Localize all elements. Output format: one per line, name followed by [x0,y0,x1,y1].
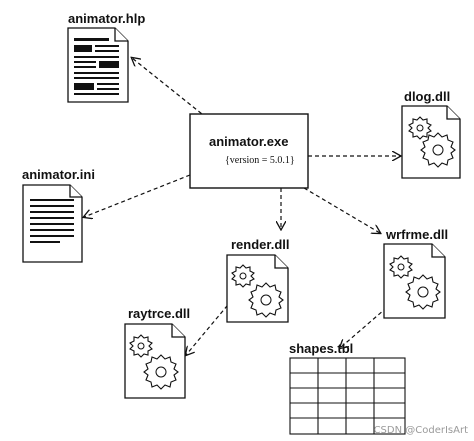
node-animator-exe: animator.exe {version = 5.0.1} [189,113,309,189]
arrow-wrfrme-to-shapes [340,302,393,348]
table-icon [289,357,406,435]
node-dlog-dll-label: dlog.dll [404,89,450,104]
node-wrfrme-dll: wrfrme.dll [383,227,448,319]
help-document-icon [67,27,129,103]
node-animator-exe-label: animator.exe [209,134,289,149]
watermark-text: CSDN @CoderIsArt [374,425,469,436]
gear-document-icon [401,105,461,179]
node-wrfrme-dll-label: wrfrme.dll [385,227,448,242]
node-animator-hlp: animator.hlp [67,11,145,103]
gear-document-icon [124,323,186,399]
node-animator-exe-box [189,113,309,189]
node-raytrce-dll-label: raytrce.dll [128,306,190,321]
node-raytrce-dll: raytrce.dll [124,306,190,399]
node-dlog-dll: dlog.dll [401,89,461,179]
node-shapes-tbl-label: shapes.tbl [289,341,353,356]
node-animator-exe-version: {version = 5.0.1} [225,155,295,166]
node-animator-ini-label: animator.ini [22,167,95,182]
text-document-icon [22,184,83,263]
arrow-exe-to-ini [84,174,191,217]
dependency-arrows [84,58,400,355]
node-shapes-tbl: shapes.tbl [289,341,406,435]
node-render-dll: render.dll [226,237,290,323]
arrow-render-to-raytrce [186,299,233,355]
node-animator-ini: animator.ini [22,167,95,263]
arrow-exe-to-wrfrme [303,187,380,233]
node-animator-hlp-label: animator.hlp [68,11,145,26]
gear-document-icon [383,243,446,319]
gear-document-icon [226,254,289,323]
node-render-dll-label: render.dll [231,237,290,252]
arrow-exe-to-hlp [132,58,208,119]
